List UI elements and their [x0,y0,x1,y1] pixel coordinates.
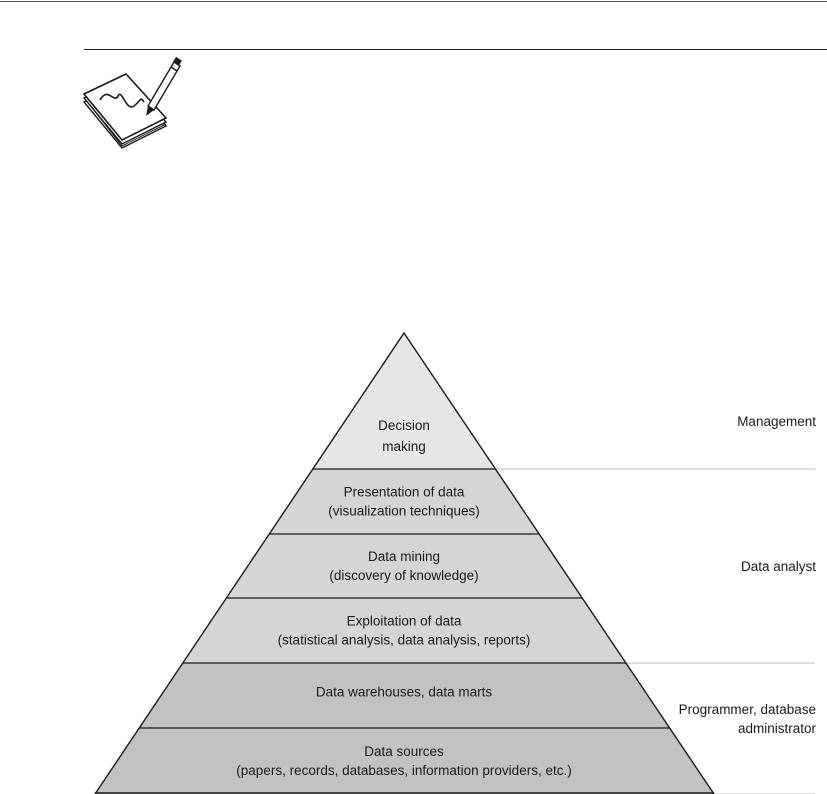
pyramid-band-presentation-of-data [269,469,540,534]
pyramid-band-exploitation-of-data [182,598,626,663]
role-programmer-dba-label: Programmer, database [679,702,816,717]
pyramid-label-decision-making-subtitle: making [382,439,426,454]
pyramid-label-data-warehouses-title: Data warehouses, data marts [316,685,493,700]
pyramid-band-data-sources [95,728,714,794]
pyramid-outline [94,331,715,794]
top-rule [0,1,827,2]
pyramid-label-data-sources-subtitle: (papers, records, databases, information… [236,763,571,778]
pyramid-label-presentation-of-data-title: Presentation of data [344,485,465,500]
pyramid-label-data-mining-subtitle: (discovery of knowledge) [329,568,478,583]
pyramid-band-data-warehouses [139,663,670,728]
pyramid-label-exploitation-of-data-title: Exploitation of data [347,614,462,629]
pyramid-label-presentation-of-data-subtitle: (visualization techniques) [328,504,480,519]
role-data-analyst-label: Data analyst [741,559,816,574]
pyramid-label-data-mining-title: Data mining [368,549,440,564]
pyramid-label-decision-making-title: Decision [378,418,430,433]
note-pad-pencil-icon [82,56,182,149]
pyramid-band-data-mining [226,534,583,598]
pyramid-label-exploitation-of-data-subtitle: (statistical analysis, data analysis, re… [278,633,531,648]
role-management-label: Management [737,414,816,429]
pyramid-label-data-sources-title: Data sources [364,744,444,759]
role-programmer-dba-label-line2: administrator [738,721,817,736]
note-rule [84,49,827,50]
pyramid-band-decision-making [312,333,496,469]
